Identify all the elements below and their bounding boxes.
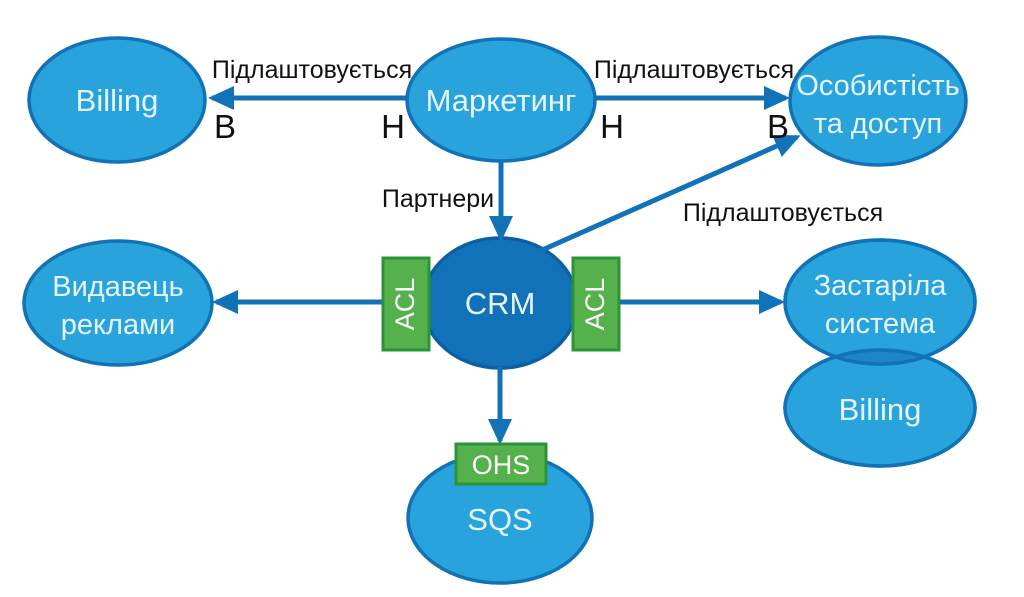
node-ad-publisher-ellipse bbox=[22, 239, 214, 367]
role-letter-upstream-right: В bbox=[767, 108, 789, 145]
node-billing-top-label: Billing bbox=[76, 83, 159, 118]
billing-bottom-outline bbox=[783, 348, 977, 468]
role-letter-downstream-left: Н bbox=[381, 108, 405, 145]
node-billing-top-ellipse bbox=[27, 36, 207, 164]
node-publisher-label-line2: реклами bbox=[61, 309, 175, 341]
node-billing-bottom-label: Billing bbox=[839, 392, 922, 427]
node-identity-label-line1: Особистість bbox=[796, 70, 959, 102]
edge-label-conforms-right: Підлаштовується bbox=[594, 56, 794, 84]
node-sqs-label: SQS bbox=[467, 502, 532, 537]
acl-badge-left-label: ACL bbox=[390, 278, 420, 331]
role-letter-upstream-left: В bbox=[214, 108, 236, 145]
role-letter-downstream-right: Н bbox=[600, 108, 624, 145]
ohs-badge bbox=[454, 442, 548, 486]
node-legacy-label-line1: Застаріла bbox=[814, 270, 948, 302]
node-crm-label: CRM bbox=[465, 286, 536, 321]
node-publisher-label-line1: Видавець bbox=[52, 271, 184, 303]
acl-badge-left bbox=[381, 256, 431, 352]
node-legacy-label-line2: система bbox=[825, 308, 936, 340]
node-identity-label-line2: та доступ bbox=[814, 108, 943, 140]
arrow-crm-to-identity bbox=[538, 134, 801, 254]
legacy-outline bbox=[783, 238, 977, 366]
edge-label-conforms-diagonal: Підлаштовується bbox=[683, 199, 883, 227]
node-identity-access-ellipse bbox=[788, 35, 968, 167]
edge-label-partners: Партнери bbox=[382, 185, 494, 213]
edge-label-conforms-left: Підлаштовується bbox=[212, 56, 412, 84]
node-marketing-label: Маркетинг bbox=[426, 83, 577, 118]
ohs-badge-label: OHS bbox=[472, 450, 531, 480]
acl-badge-right bbox=[571, 256, 621, 352]
acl-badge-right-label: ACL bbox=[580, 278, 610, 331]
